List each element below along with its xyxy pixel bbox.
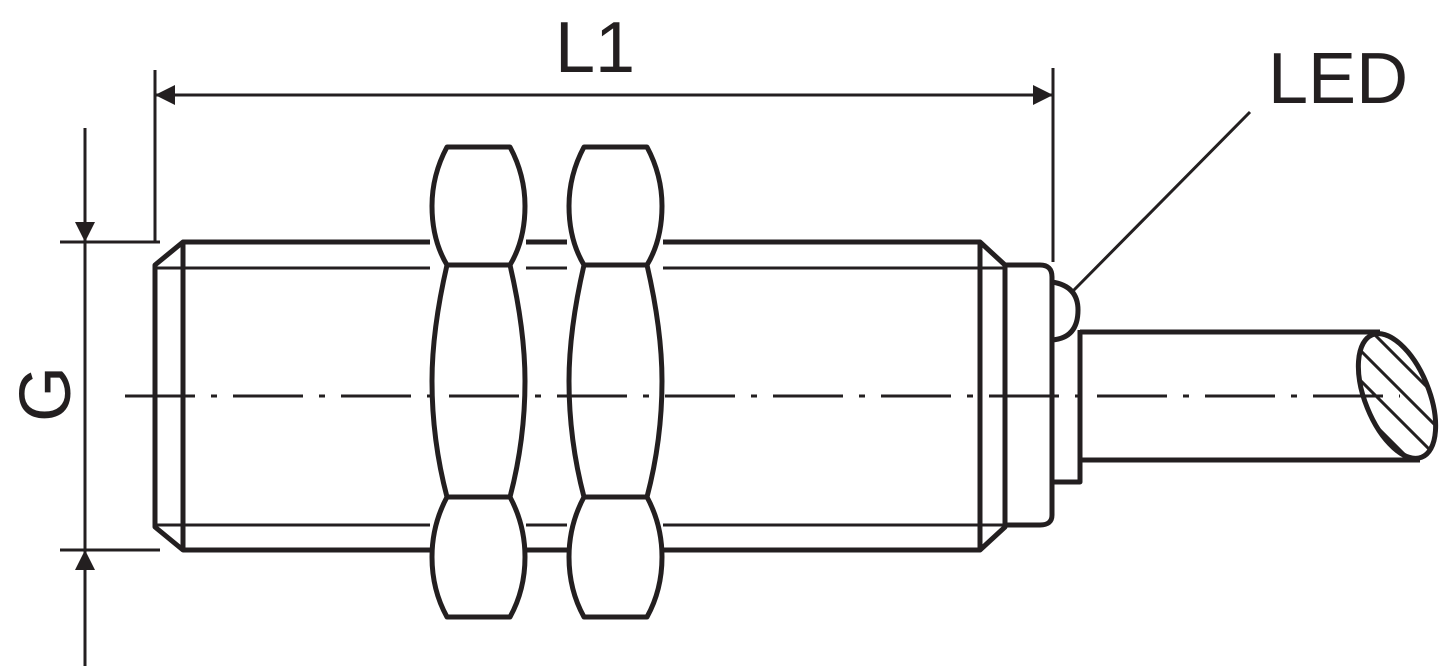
length-label: L1 <box>555 8 635 88</box>
length-dimension: L1 <box>153 8 1055 262</box>
led-label: LED <box>1268 39 1408 119</box>
led-indicator <box>1051 279 1081 343</box>
nut-2 <box>566 140 665 622</box>
thread-dimension: G <box>6 128 160 666</box>
cable-end <box>1355 331 1439 461</box>
led-callout: LED <box>1070 39 1408 294</box>
cable <box>1080 325 1439 467</box>
thread-label: G <box>6 366 86 422</box>
nut-1 <box>429 140 528 622</box>
leader-line <box>1070 110 1252 294</box>
cable-section-hatch <box>1345 325 1439 467</box>
